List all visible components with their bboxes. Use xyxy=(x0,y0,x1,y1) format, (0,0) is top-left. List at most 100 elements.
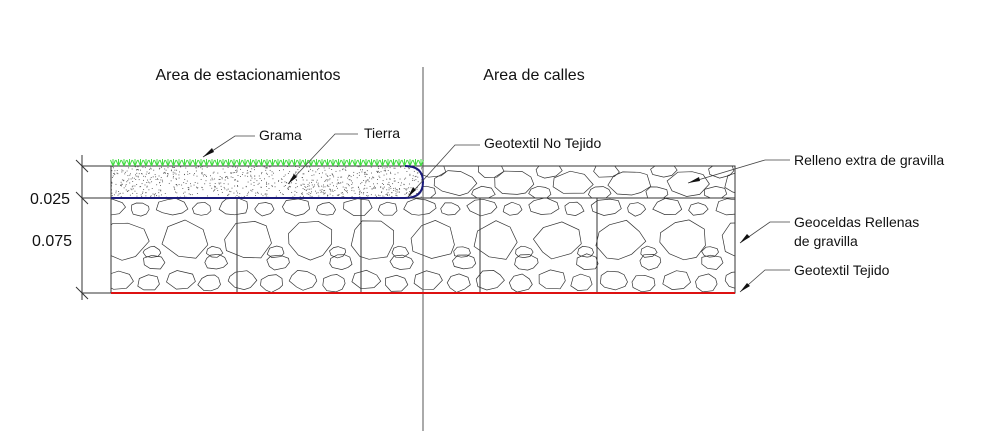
soil-dot xyxy=(413,179,415,181)
soil-dot xyxy=(238,196,240,198)
gravel-stone xyxy=(564,201,585,216)
soil-dot xyxy=(167,173,168,174)
soil-dot xyxy=(124,171,126,173)
soil-dot xyxy=(353,174,354,176)
grass-tuft xyxy=(242,159,248,167)
soil-dot xyxy=(265,167,267,169)
soil-dot xyxy=(309,188,311,190)
soil-dot xyxy=(378,172,380,173)
soil-dot xyxy=(132,181,134,183)
soil-dot xyxy=(344,190,346,192)
soil-dot xyxy=(324,169,326,171)
soil-dot xyxy=(346,183,348,185)
soil-dot xyxy=(217,190,219,191)
soil-dot xyxy=(399,188,400,189)
soil-dot xyxy=(206,195,208,197)
gravel-stone xyxy=(576,253,599,270)
grass-tuft xyxy=(110,159,116,167)
soil-dot xyxy=(408,167,410,169)
soil-dot xyxy=(372,176,374,178)
soil-dot xyxy=(406,171,408,172)
soil-dot xyxy=(406,192,408,193)
soil-dot xyxy=(196,187,198,189)
soil-dot xyxy=(178,174,180,176)
soil-dot xyxy=(383,184,384,185)
grass-tuft xyxy=(236,159,243,167)
soil-dot xyxy=(382,195,384,197)
soil-dot xyxy=(162,181,164,183)
soil-dot xyxy=(128,167,130,169)
soil-dot xyxy=(265,169,267,171)
soil-dot xyxy=(214,178,216,180)
soil-dot xyxy=(117,194,119,196)
soil-dot xyxy=(378,175,380,177)
soil-dot xyxy=(201,171,203,173)
soil-dot xyxy=(287,166,289,168)
soil-dot xyxy=(352,187,354,189)
soil-dot xyxy=(275,195,277,197)
soil-dot xyxy=(247,175,249,177)
soil-dot xyxy=(274,182,276,184)
soil-dot xyxy=(224,171,226,173)
soil-dot xyxy=(234,166,236,168)
soil-dot xyxy=(353,171,355,173)
soil-dot xyxy=(194,173,195,175)
gravel-stone xyxy=(254,202,275,217)
soil-dot xyxy=(164,193,166,195)
soil-dot xyxy=(304,186,306,188)
soil-dot xyxy=(150,168,152,170)
soil-dot xyxy=(305,186,307,188)
soil-dot xyxy=(210,175,211,177)
soil-dot xyxy=(250,171,252,173)
soil-dot xyxy=(167,174,169,176)
soil-dot xyxy=(250,174,252,176)
soil-dot xyxy=(317,184,319,186)
soil-dot xyxy=(360,169,362,171)
soil-dot xyxy=(172,166,174,168)
soil-dot xyxy=(405,189,407,191)
soil-dot xyxy=(255,192,257,194)
soil-dot xyxy=(236,170,238,172)
soil-dot xyxy=(187,171,189,173)
grass-tuft xyxy=(148,159,155,167)
soil-dot xyxy=(421,168,422,170)
gravel-stone xyxy=(528,185,552,198)
soil-dot xyxy=(133,177,135,179)
gravel-stone xyxy=(757,274,779,292)
soil-dot xyxy=(302,188,304,190)
grass-tuft xyxy=(258,159,265,167)
soil-dot xyxy=(164,168,166,170)
soil-dot xyxy=(233,192,235,194)
soil-dot xyxy=(307,186,309,187)
soil-dot xyxy=(371,172,372,174)
soil-dot xyxy=(176,185,178,187)
soil-dot xyxy=(287,188,289,190)
soil-dot xyxy=(361,181,363,183)
soil-dot xyxy=(342,169,344,171)
soil-dot xyxy=(308,185,310,187)
soil-dot xyxy=(132,192,134,194)
soil-dot xyxy=(346,190,348,192)
soil-dot xyxy=(308,171,309,172)
soil-dot xyxy=(278,180,280,182)
soil-dot xyxy=(386,173,388,175)
soil-dot xyxy=(300,184,302,186)
soil-dot xyxy=(143,175,145,177)
heading-parking-area: Area de estacionamientos xyxy=(156,67,341,84)
soil-dot xyxy=(225,177,226,178)
soil-dot xyxy=(364,187,366,189)
label-extra-gravel-fill: Relleno extra de gravilla xyxy=(794,152,944,168)
soil-dot xyxy=(331,173,333,175)
gravel-stone xyxy=(751,203,770,217)
soil-dot xyxy=(230,172,232,174)
soil-dot xyxy=(332,195,334,197)
soil-dot xyxy=(359,190,361,192)
soil-dot xyxy=(364,176,366,178)
soil-dot xyxy=(309,166,311,168)
soil-dot xyxy=(167,167,169,169)
soil-dot xyxy=(287,172,289,174)
soil-dot xyxy=(373,185,375,187)
soil-dot xyxy=(404,193,406,195)
soil-dot xyxy=(127,180,129,182)
soil-dot xyxy=(204,183,206,185)
